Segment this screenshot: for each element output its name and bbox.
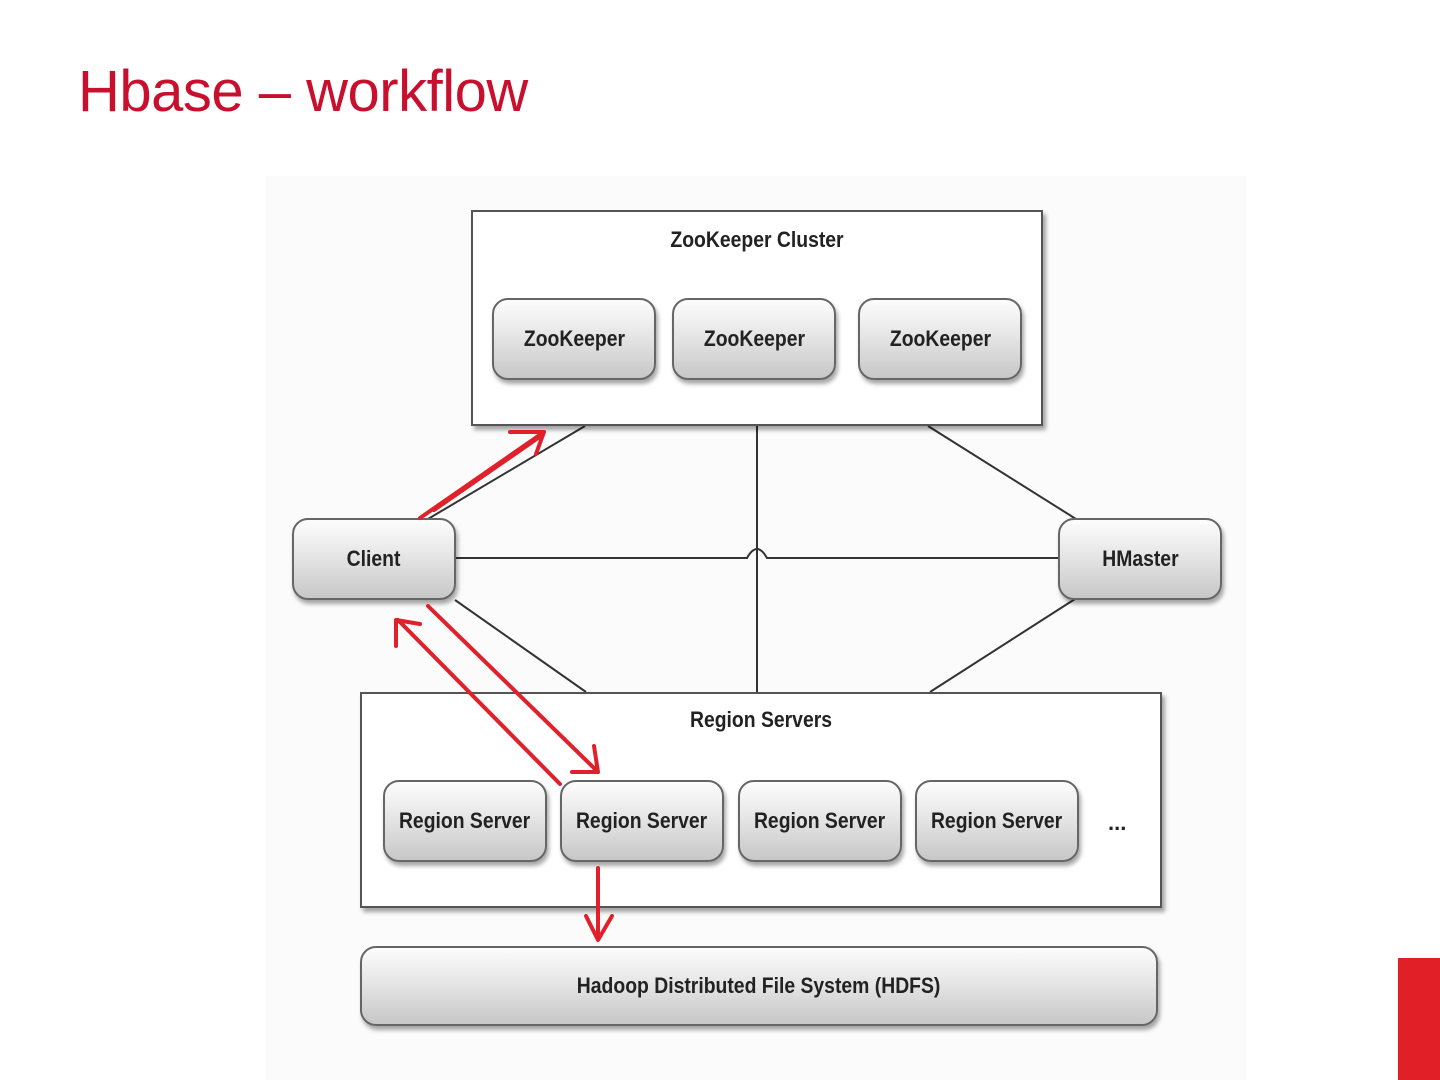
region-server-node: Region Server [915, 780, 1079, 862]
line-zk-client [427, 425, 586, 520]
hdfs-label: Hadoop Distributed File System (HDFS) [577, 973, 941, 998]
line-client-hmaster [456, 548, 1058, 559]
zookeeper-node: ZooKeeper [492, 298, 656, 380]
hdfs-node: Hadoop Distributed File System (HDFS) [360, 946, 1158, 1026]
zookeeper-node-label: ZooKeeper [523, 326, 625, 351]
arrow-regionserver-to-hdfs [584, 866, 614, 942]
region-server-label: Region Server [931, 808, 1063, 833]
zookeeper-node: ZooKeeper [672, 298, 836, 380]
region-server-label: Region Server [399, 808, 531, 833]
client-label: Client [347, 546, 401, 571]
arrow-client-to-regionserver [426, 604, 600, 774]
line-client-regionservers [454, 599, 587, 693]
line-hmaster-regionservers [929, 598, 1076, 693]
slide-title: Hbase – workflow [78, 59, 528, 124]
hmaster-label: HMaster [1101, 546, 1179, 571]
logo-tab [1398, 958, 1440, 1080]
hmaster-node: HMaster [1058, 518, 1222, 600]
client-node: Client [292, 518, 456, 600]
arrow-client-to-zookeeper [418, 430, 546, 520]
region-servers-ellipsis: ... [1108, 810, 1127, 835]
zookeeper-node: ZooKeeper [858, 298, 1022, 380]
zookeeper-node-label: ZooKeeper [703, 326, 805, 351]
region-servers-title: Region Servers [689, 707, 833, 732]
line-zk-hmaster [927, 425, 1077, 520]
arrow-regionserver-to-client [394, 618, 562, 786]
zookeeper-cluster-title: ZooKeeper Cluster [670, 227, 844, 252]
region-server-label: Region Server [576, 808, 708, 833]
region-server-node: Region Server [560, 780, 724, 862]
region-server-node: Region Server [383, 780, 547, 862]
region-server-label: Region Server [754, 808, 886, 833]
zookeeper-node-label: ZooKeeper [889, 326, 991, 351]
region-server-node: Region Server [738, 780, 902, 862]
